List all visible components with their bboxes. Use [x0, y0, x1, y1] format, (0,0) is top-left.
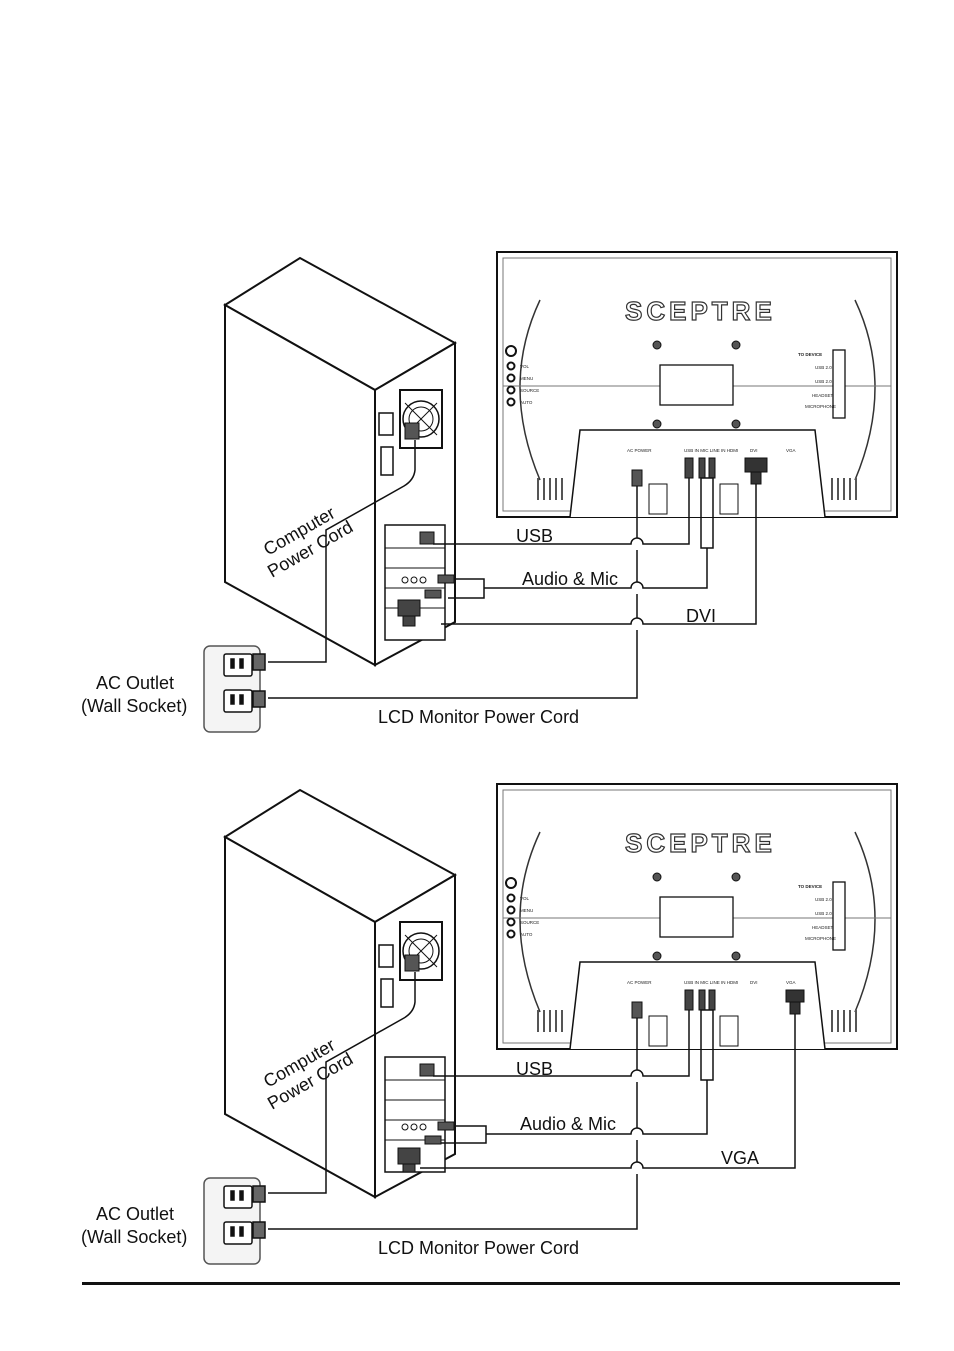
- side-ports: TO DEVICE USB 2.0 USB 2.0 HEADSET MICROP…: [798, 884, 836, 941]
- svg-text:VGA: VGA: [786, 980, 796, 985]
- svg-text:VOL: VOL: [520, 896, 530, 901]
- computer-tower: [223, 788, 458, 1199]
- diagram-vga: SCEPTRE VOL MENU SOURCE AUTO TO DEVICE U…: [81, 783, 898, 1265]
- svg-text:AUTO: AUTO: [520, 400, 533, 405]
- svg-text:MENU: MENU: [520, 376, 533, 381]
- wall-outlet: [203, 645, 266, 733]
- svg-text:USB 2.0: USB 2.0: [815, 365, 832, 370]
- svg-text:USB 2.0: USB 2.0: [815, 897, 832, 902]
- svg-text:DVI: DVI: [750, 980, 758, 985]
- svg-text:AC POWER: AC POWER: [627, 980, 652, 985]
- label-ac-outlet-1: AC Outlet: [96, 1204, 174, 1224]
- svg-text:AUTO: AUTO: [520, 932, 533, 937]
- brand-logo: SCEPTRE: [625, 296, 776, 326]
- rear-ports: AC POWER USB IN MIC LINE IN HDMI DVI VGA: [627, 448, 796, 453]
- svg-text:HEADSET: HEADSET: [812, 925, 834, 930]
- svg-text:USB IN MIC LINE IN HDMI: USB IN MIC LINE IN HDMI: [684, 448, 738, 453]
- svg-text:VOL: VOL: [520, 364, 530, 369]
- svg-text:USB IN MIC LINE IN HDMI: USB IN MIC LINE IN HDMI: [684, 980, 738, 985]
- svg-text:HEADSET: HEADSET: [812, 393, 834, 398]
- monitor-back: [496, 251, 898, 518]
- svg-text:SOURCE: SOURCE: [520, 388, 539, 393]
- side-ports: TO DEVICE USB 2.0 USB 2.0 HEADSET MICROP…: [798, 352, 836, 409]
- label-video: DVI: [686, 606, 716, 626]
- label-lcd-power-cord: LCD Monitor Power Cord: [378, 1238, 579, 1258]
- svg-text:TO DEVICE: TO DEVICE: [798, 884, 822, 889]
- monitor-buttons: VOL MENU SOURCE AUTO: [520, 896, 539, 937]
- svg-text:DVI: DVI: [750, 448, 758, 453]
- svg-text:VGA: VGA: [786, 448, 796, 453]
- cables: [268, 972, 796, 1230]
- label-ac-outlet-2: (Wall Socket): [81, 1227, 187, 1247]
- label-video: VGA: [721, 1148, 759, 1168]
- wall-outlet: [203, 1177, 266, 1265]
- cables: [268, 440, 757, 699]
- label-usb: USB: [516, 1059, 553, 1079]
- label-usb: USB: [516, 526, 553, 546]
- brand-logo: SCEPTRE: [625, 828, 776, 858]
- rear-ports: AC POWER USB IN MIC LINE IN HDMI DVI VGA: [627, 980, 796, 985]
- label-ac-outlet-1: AC Outlet: [96, 673, 174, 693]
- monitor-back: [496, 783, 898, 1050]
- svg-text:SOURCE: SOURCE: [520, 920, 539, 925]
- label-ac-outlet-2: (Wall Socket): [81, 696, 187, 716]
- svg-text:AC POWER: AC POWER: [627, 448, 652, 453]
- svg-text:USB 2.0: USB 2.0: [815, 911, 832, 916]
- label-audio-mic: Audio & Mic: [520, 1114, 616, 1134]
- svg-text:USB 2.0: USB 2.0: [815, 379, 832, 384]
- monitor-buttons: VOL MENU SOURCE AUTO: [520, 364, 539, 405]
- computer-tower: [223, 256, 458, 667]
- footer-rule: [82, 1282, 900, 1285]
- label-lcd-power-cord: LCD Monitor Power Cord: [378, 707, 579, 727]
- svg-text:MICROPHONE: MICROPHONE: [805, 936, 836, 941]
- svg-text:TO DEVICE: TO DEVICE: [798, 352, 822, 357]
- diagram-dvi: SCEPTRE VOL MENU SOURCE AUTO TO DEVICE U…: [81, 251, 898, 733]
- svg-text:MICROPHONE: MICROPHONE: [805, 404, 836, 409]
- svg-text:MENU: MENU: [520, 908, 533, 913]
- label-audio-mic: Audio & Mic: [522, 569, 618, 589]
